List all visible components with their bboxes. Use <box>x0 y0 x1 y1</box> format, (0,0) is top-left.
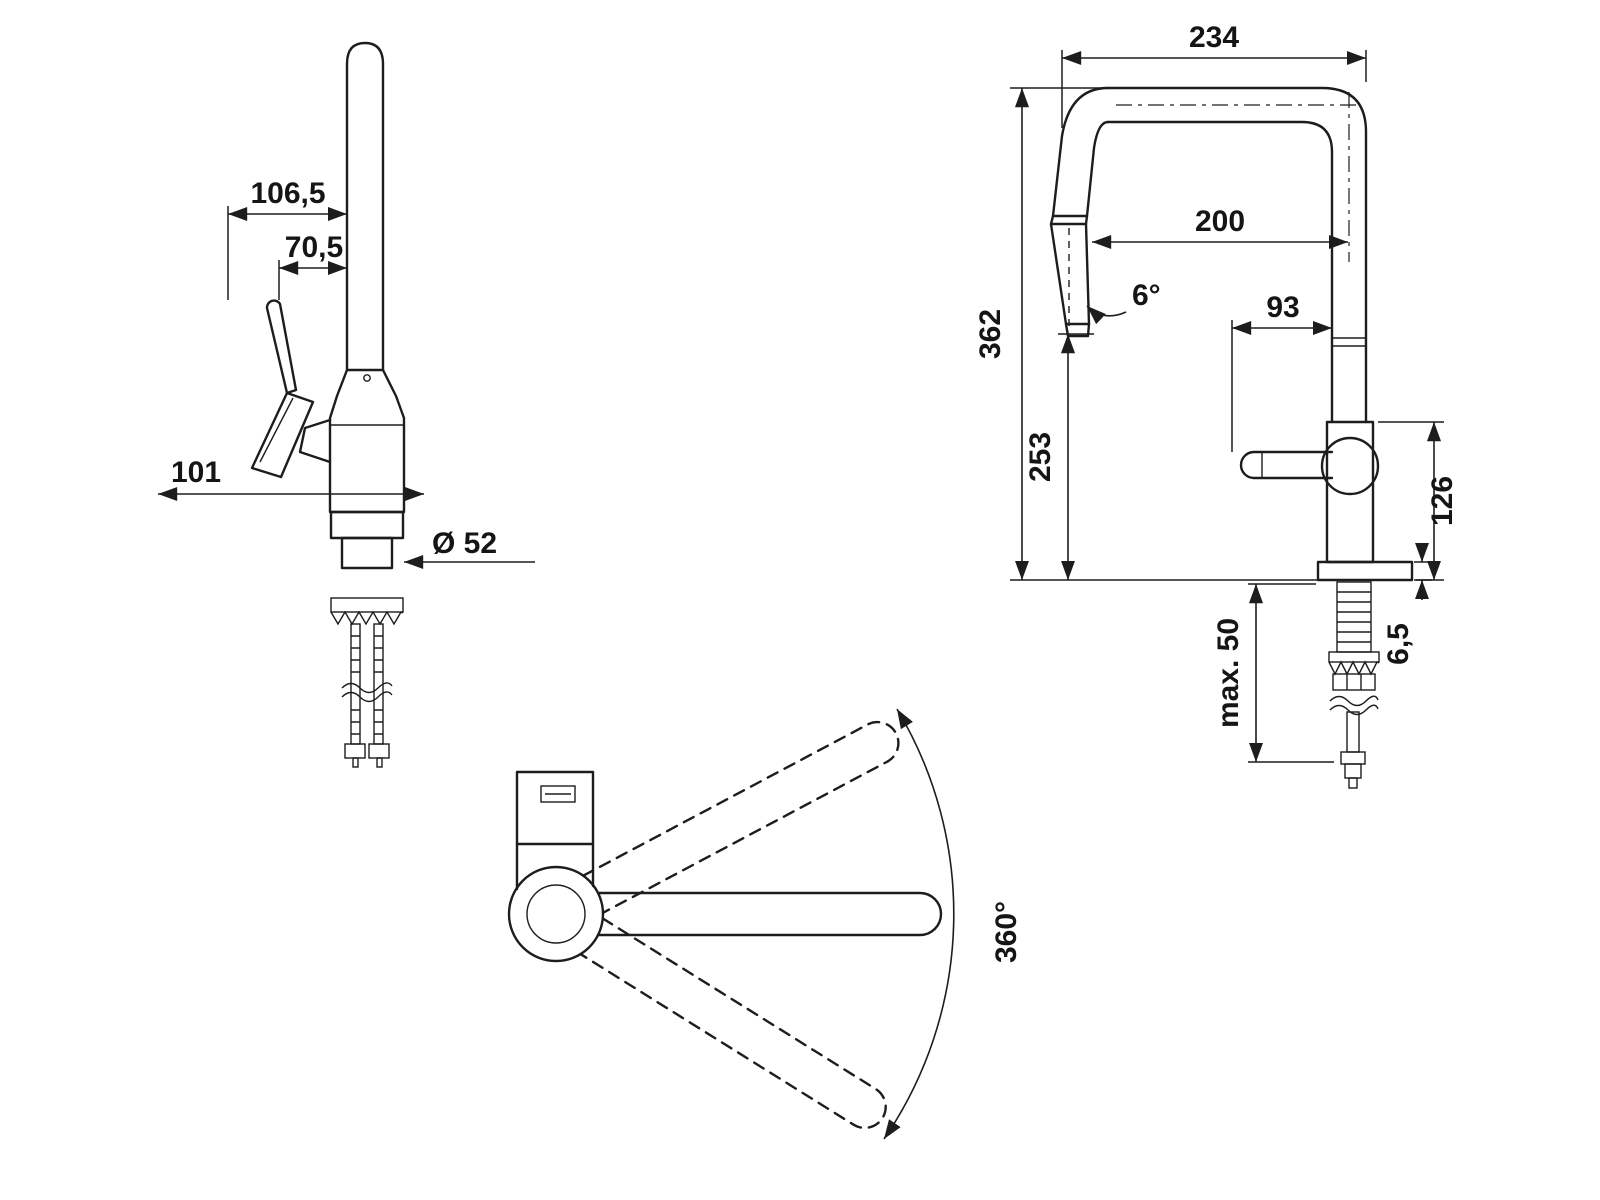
nut-left <box>344 743 366 759</box>
dim-label-200: 200 <box>1195 205 1245 238</box>
escutcheon-outline <box>329 510 405 540</box>
dimension-diameter-52: Ø 52 <box>404 527 535 570</box>
dim-label-93: 93 <box>1266 291 1299 324</box>
handle-grip-detail <box>259 397 294 463</box>
dimension-200: 200 <box>1092 205 1348 250</box>
dimension-max-50: max. 50 <box>1212 583 1334 763</box>
faucet-body-outline <box>328 368 406 514</box>
dim-label-max-50: max. 50 <box>1212 618 1245 728</box>
side-view: 106,5 70,5 101 Ø 52 <box>158 41 535 768</box>
dimension-126: 126 <box>1378 421 1459 581</box>
hose-rod <box>1346 711 1360 753</box>
handle-hub-circle <box>1320 436 1380 496</box>
shank-thread-ticks <box>1337 591 1371 643</box>
dimension-70-5: 70,5 <box>278 231 347 300</box>
dimension-360-degrees: 360° <box>883 708 1023 1140</box>
washer-teeth-front <box>1328 660 1380 676</box>
set-screw-dot <box>363 374 371 382</box>
dimension-93: 93 <box>1231 291 1332 452</box>
mounting-stud-right <box>373 623 384 745</box>
body-top-plate <box>515 770 595 846</box>
swivel-base-circle <box>507 865 605 963</box>
handle-grip-outline <box>250 391 315 479</box>
top-slot <box>540 785 576 803</box>
dim-label-106-5: 106,5 <box>250 177 325 210</box>
dimension-6-degrees: 6° <box>1086 279 1161 325</box>
dim-label-diameter-52: Ø 52 <box>432 527 497 560</box>
spout-left-inner <box>1085 120 1110 218</box>
dim-label-6-degrees: 6° <box>1132 279 1161 312</box>
dimension-234: 234 <box>1061 21 1367 128</box>
dim-label-360-degrees: 360° <box>990 901 1023 963</box>
dim-label-253: 253 <box>1024 432 1057 482</box>
base-plate-outline <box>1316 560 1414 582</box>
front-view: 234 200 6° 93 362 253 <box>974 21 1459 789</box>
break-line-front <box>1329 695 1379 716</box>
mounting-nut <box>1332 673 1376 691</box>
hose-connector-upper <box>1340 751 1366 765</box>
toothed-washer <box>1328 651 1380 663</box>
mounting-hardware <box>330 597 404 768</box>
tube-junction-rings <box>1332 337 1366 347</box>
nut-facets <box>1346 674 1362 690</box>
swivel-inner-circle <box>526 884 586 944</box>
dimension-253: 253 <box>1024 333 1094 580</box>
dimension-101: 101 <box>158 456 424 502</box>
break-line <box>341 682 393 703</box>
spout-arm-up-position <box>582 720 900 915</box>
spout-inner-contour <box>1106 120 1334 424</box>
under-counter-hardware <box>1328 581 1380 789</box>
spout-pipe-outline <box>345 41 385 372</box>
spout-outer-contour <box>1106 86 1368 424</box>
top-view: 360° <box>507 708 1023 1140</box>
dimension-106-5: 106,5 <box>227 177 347 300</box>
spout-arm-down-position <box>579 917 887 1130</box>
dimension-6-5: 6,5 <box>1382 542 1432 665</box>
dim-label-101: 101 <box>171 456 221 489</box>
dim-label-70-5: 70,5 <box>285 231 343 264</box>
stud-thread-ticks <box>351 635 383 735</box>
washer-teeth <box>330 610 404 626</box>
handle-boss <box>298 418 332 464</box>
mounting-washer <box>330 597 404 613</box>
handle-lever-front <box>1239 450 1334 480</box>
hose-tip <box>1348 777 1358 789</box>
dim-label-6-5: 6,5 <box>1382 623 1415 665</box>
handle-lever-outline <box>265 299 298 395</box>
dim-label-234: 234 <box>1189 21 1239 54</box>
dimension-362: 362 <box>974 87 1318 581</box>
stud-tip-right <box>376 757 383 768</box>
stud-tip-left <box>352 757 359 768</box>
spout-arm-solid <box>596 891 943 937</box>
spray-head <box>1049 214 1091 338</box>
dim-label-126: 126 <box>1426 476 1459 526</box>
dim-label-362: 362 <box>974 309 1007 359</box>
hose-connector-lower <box>1344 763 1362 779</box>
nut-right <box>368 743 390 759</box>
base-shank-outline <box>340 536 394 570</box>
